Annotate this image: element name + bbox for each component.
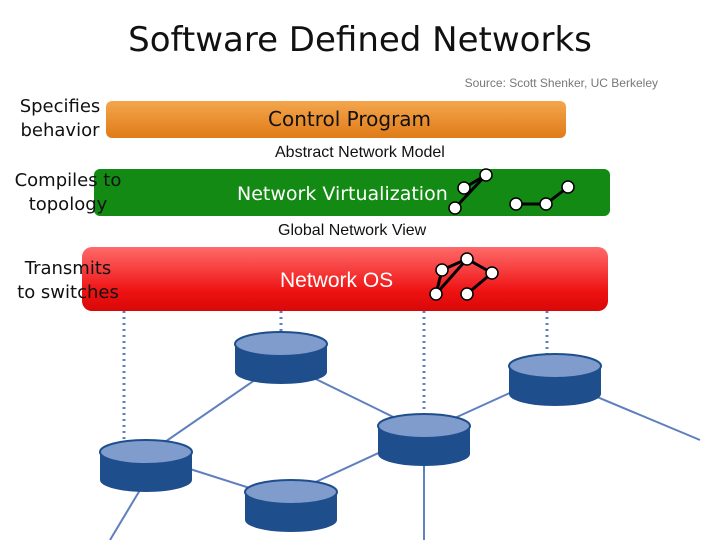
switch-3 xyxy=(377,413,471,466)
compiles-line-2: topology xyxy=(28,194,108,215)
specifies-behavior-label: Specifies behavior xyxy=(10,95,110,143)
abstract-network-model-label: Abstract Network Model xyxy=(275,144,445,161)
global-network-view-label: Global Network View xyxy=(278,222,427,239)
specifies-line-2: behavior xyxy=(20,120,100,141)
network-os-label: Network OS xyxy=(280,269,394,292)
global-view-graph xyxy=(429,252,499,301)
compiles-to-topology-label: Compiles to topology xyxy=(4,169,132,217)
network-virtualization-bar xyxy=(94,169,610,216)
switch-2 xyxy=(508,353,602,406)
network-virtualization-label: Network Virtualization xyxy=(237,183,448,205)
source-attribution: Source: Scott Shenker, UC Berkeley xyxy=(464,76,658,90)
control-program-bar xyxy=(106,101,566,138)
page-title: Software Defined Networks xyxy=(128,20,592,60)
specifies-line-1: Specifies xyxy=(19,96,101,117)
virtual-topology-graph xyxy=(448,168,575,215)
switches xyxy=(99,331,602,532)
switch-5 xyxy=(244,479,338,532)
transmits-to-switches-label: Transmits to switches xyxy=(6,257,130,305)
control-program-label: Control Program xyxy=(268,107,432,131)
control-links xyxy=(122,311,549,448)
transmits-line-2: to switches xyxy=(17,282,119,303)
network-os-bar xyxy=(82,247,608,311)
switch-4 xyxy=(99,439,193,492)
compiles-line-1: Compiles to xyxy=(14,170,122,191)
switch-1 xyxy=(234,331,328,384)
transmits-line-1: Transmits xyxy=(24,258,112,279)
